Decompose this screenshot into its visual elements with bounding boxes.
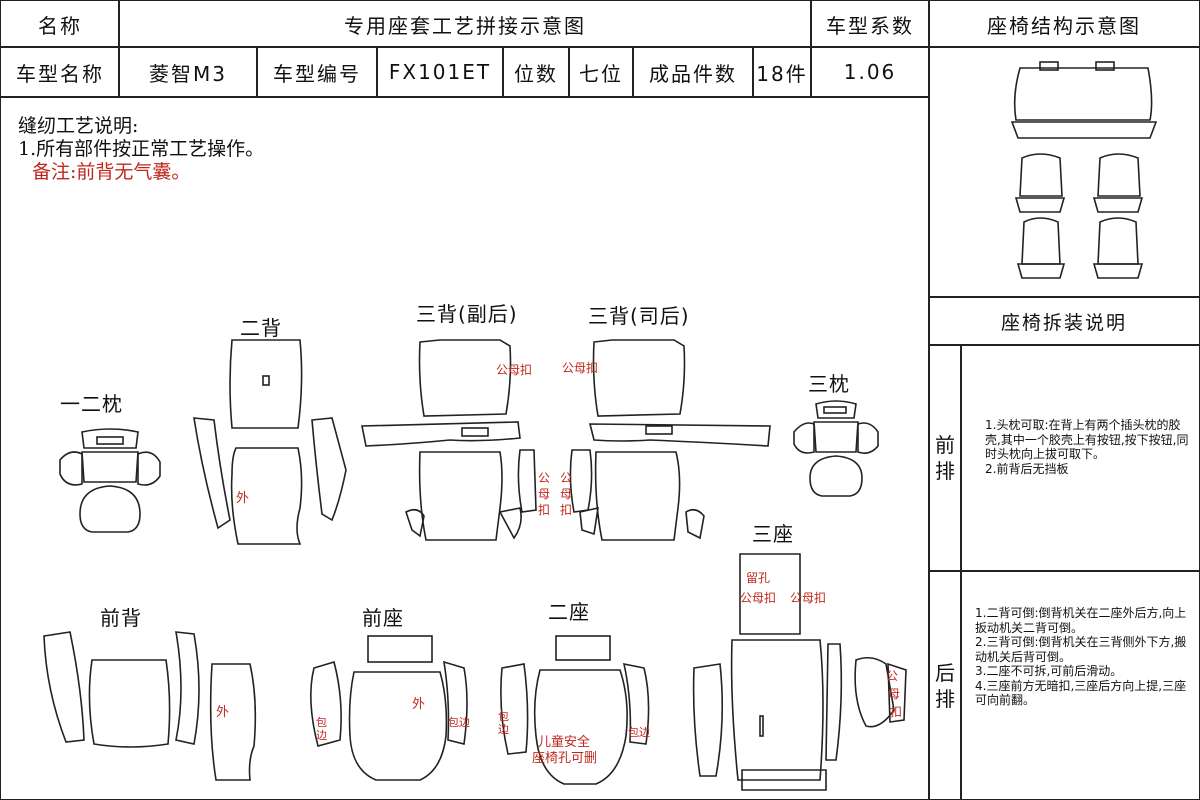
- second-back-pieces: [193, 339, 347, 545]
- annot-snap-v-a3: 扣: [538, 503, 551, 517]
- annot-out-front-back: 外: [216, 705, 230, 720]
- annot-snap-v-b1: 公: [560, 471, 573, 485]
- second-seat-pieces: [500, 635, 650, 785]
- label-front-back: 前背: [100, 606, 142, 630]
- label-second-back: 二背: [240, 316, 282, 340]
- label-third-seat: 三座: [752, 522, 794, 546]
- annot-snap-v-a1: 公: [538, 471, 551, 485]
- notes-item-1: 1.所有部件按正常工艺操作。: [18, 138, 265, 160]
- headrest-12-pieces: [59, 428, 161, 533]
- front-instruction-2: 2.前背后无挡板: [985, 461, 1069, 476]
- annot-snap-third-seat-2: 公母扣: [790, 591, 827, 605]
- label-third-headrest: 三枕: [808, 372, 850, 396]
- annot-wrap-front-right: 包边: [448, 716, 470, 729]
- third-back-driver-pieces: [569, 339, 771, 541]
- annot-wrap-front-left: 包边: [316, 716, 327, 742]
- annot-snap-v-c1: 公: [886, 669, 899, 683]
- front-row-instructions: 1.头枕可取:在背上有两个插头枕的胶壳,其中一个胶壳上有按钮,按下按钮,同时头枕…: [985, 418, 1193, 476]
- rear-instruction-4: 4.三座前方无暗扣,三座后方向上提,三座可向前翻。: [975, 678, 1187, 708]
- annot-snap-third-seat-1: 公母扣: [740, 591, 777, 605]
- third-headrest-pieces: [793, 400, 879, 497]
- notes-remark: 备注:前背无气囊。: [32, 161, 191, 183]
- annot-wrap-second-left: 包边: [498, 710, 509, 736]
- annot-snap-v-a2: 母: [538, 487, 551, 501]
- annot-hole: 留孔: [746, 571, 771, 585]
- annot-out-front-seat: 外: [412, 697, 426, 712]
- pieces-label-cell: 成品件数: [632, 46, 754, 98]
- model-label-cell: 车型名称: [0, 46, 120, 98]
- annot-out-second-back: 外: [236, 491, 250, 506]
- name-label-cell: 名称: [0, 0, 120, 48]
- sewing-notes: 缝纫工艺说明: 1.所有部件按正常工艺操作。 备注:前背无气囊。: [18, 115, 264, 184]
- label-third-back-driver: 三背(司后): [588, 304, 690, 328]
- third-seat-pieces: [692, 553, 907, 791]
- annot-wrap-second-right: 包边: [628, 726, 650, 739]
- rear-instruction-3: 3.二座不可拆,可前后滑动。: [975, 664, 1123, 678]
- rear-instruction-1: 1.二背可倒:倒背机关在二座外后方,向上扳动机关二背可倒。: [975, 606, 1187, 635]
- label-headrest-12: 一二枕: [60, 392, 123, 416]
- coef-value-cell: 1.06: [810, 46, 930, 98]
- front-seat-pieces: [310, 635, 468, 781]
- seats-label-cell: 位数: [502, 46, 570, 98]
- annot-snap-v-b3: 扣: [560, 503, 573, 517]
- page-title: 专用座套工艺拼接示意图: [118, 0, 812, 48]
- coef-label-cell: 车型系数: [810, 0, 930, 48]
- front-row-label: 前排: [935, 433, 955, 483]
- code-label-cell: 车型编号: [256, 46, 378, 98]
- model-value-cell: 菱智M3: [118, 46, 258, 98]
- rear-row-label: 后排: [935, 661, 955, 711]
- seat-structure-thumbnails: [1010, 61, 1158, 279]
- annot-snap-v-b2: 母: [560, 487, 573, 501]
- annot-snap-third-back-1: 公母扣: [496, 363, 533, 377]
- rear-row-instructions: 1.二背可倒:倒背机关在二座外后方,向上扳动机关二背可倒。 2.三背可倒:倒背机…: [975, 606, 1195, 708]
- front-row-label-cell: [928, 344, 962, 572]
- seats-value-cell: 七位: [568, 46, 634, 98]
- annot-child-seat-2: 座椅孔可删: [532, 751, 598, 766]
- annot-child-seat-1: 儿童安全: [538, 735, 591, 750]
- third-back-passenger-pieces: [361, 339, 537, 541]
- front-instruction-1: 1.头枕可取:在背上有两个插头枕的胶壳,其中一个胶壳上有按钮,按下按钮,同时头枕…: [985, 418, 1189, 461]
- annot-snap-third-back-2: 公母扣: [562, 361, 599, 375]
- rear-instruction-2: 2.三背可倒:倒背机关在三背侧外下方,搬动机关后背可倒。: [975, 635, 1187, 664]
- label-third-back-passenger: 三背(副后): [416, 302, 518, 326]
- code-value-cell: FX101ET: [376, 46, 504, 98]
- label-front-seat: 前座: [362, 606, 404, 630]
- annot-snap-v-c3: 扣: [890, 705, 903, 719]
- front-back-pieces: [43, 631, 257, 781]
- annot-snap-v-c2: 母: [888, 687, 901, 701]
- pieces-value-cell: 18件: [752, 46, 812, 98]
- label-second-seat: 二座: [548, 600, 590, 624]
- notes-title: 缝纫工艺说明:: [18, 115, 139, 137]
